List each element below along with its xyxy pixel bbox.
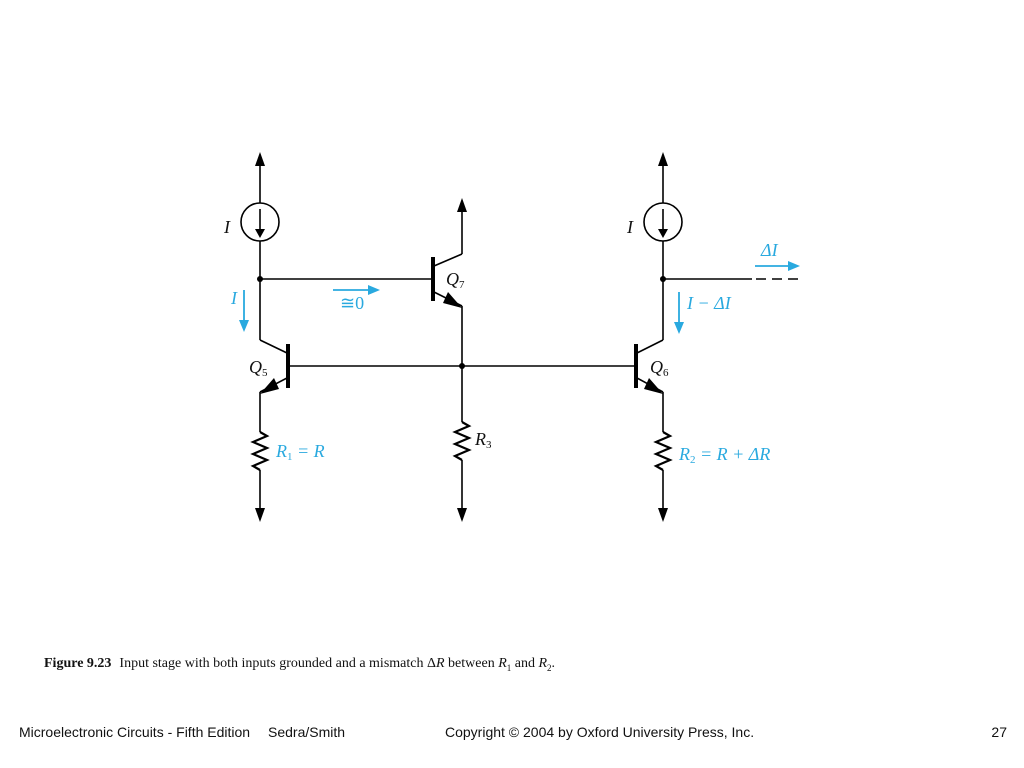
q7-label: Q7 xyxy=(446,269,465,291)
q7-emitter-arrow xyxy=(443,292,462,308)
r1-label: R1 = R xyxy=(275,441,325,463)
middle-branch xyxy=(431,198,472,522)
current-source-left-label: I xyxy=(223,217,231,237)
right-branch-current-arrowhead xyxy=(674,322,684,334)
q7-base-current-arrowhead xyxy=(368,285,380,295)
right-bottom-arrow xyxy=(658,508,668,522)
left-branch xyxy=(240,152,290,522)
caption-r2: R xyxy=(538,656,548,671)
right-current-source xyxy=(643,202,683,242)
footer-authors: Sedra/Smith xyxy=(268,724,346,740)
caption-r1: R xyxy=(498,656,507,671)
footer-copyright: Copyright © 2004 by Oxford University Pr… xyxy=(445,724,755,740)
q5-collector-lead xyxy=(259,339,288,354)
q7-collector-lead xyxy=(433,253,463,267)
r1-resistor xyxy=(250,431,270,471)
left-bottom-arrow xyxy=(255,508,265,522)
right-branch-current-label: I − ΔI xyxy=(686,293,732,313)
q5-emitter-arrow xyxy=(260,378,279,394)
footer-page-number: 27 xyxy=(991,724,1007,740)
r2-label: R2 = R + ΔR xyxy=(678,444,770,466)
q6-collector-lead xyxy=(636,339,664,354)
left-branch-current-arrowhead xyxy=(239,320,249,332)
left-current-source-arrowhead xyxy=(255,229,265,238)
q7-base-current-label: ≅0 xyxy=(340,293,364,313)
r3-resistor xyxy=(452,421,472,461)
figure-number: Figure 9.23 xyxy=(44,656,112,671)
current-source-right-label: I xyxy=(626,217,634,237)
current-arrows xyxy=(239,261,800,334)
right-branch xyxy=(634,152,798,522)
caption-end: . xyxy=(551,656,556,671)
output-current-label: ΔI xyxy=(760,240,779,260)
r2-resistor xyxy=(653,431,673,471)
caption-text-part2: between xyxy=(444,656,499,671)
left-supply-arrow xyxy=(255,152,265,166)
left-branch-current-label: I xyxy=(230,288,238,308)
left-current-source xyxy=(240,202,280,242)
q7-collector-arrow xyxy=(457,198,467,212)
q6-emitter-arrow xyxy=(644,378,663,394)
output-current-arrowhead xyxy=(788,261,800,271)
right-current-source-arrowhead xyxy=(658,229,668,238)
middle-bottom-arrow xyxy=(457,508,467,522)
caption-delta-r: R xyxy=(435,656,445,671)
q5-label: Q5 xyxy=(249,357,268,379)
footer-book-title: Microelectronic Circuits - Fifth Edition xyxy=(19,724,251,740)
q6-label: Q6 xyxy=(650,357,669,379)
right-supply-arrow xyxy=(658,152,668,166)
caption-r1-sub: 1 xyxy=(506,662,512,673)
caption-and: and xyxy=(511,656,539,671)
caption-r2-sub: 2 xyxy=(547,662,552,673)
caption-text-part1: Input stage with both inputs grounded an… xyxy=(119,656,436,671)
r3-label: R3 xyxy=(474,429,492,451)
figure-caption: Figure 9.23 Input stage with both inputs … xyxy=(44,656,555,673)
